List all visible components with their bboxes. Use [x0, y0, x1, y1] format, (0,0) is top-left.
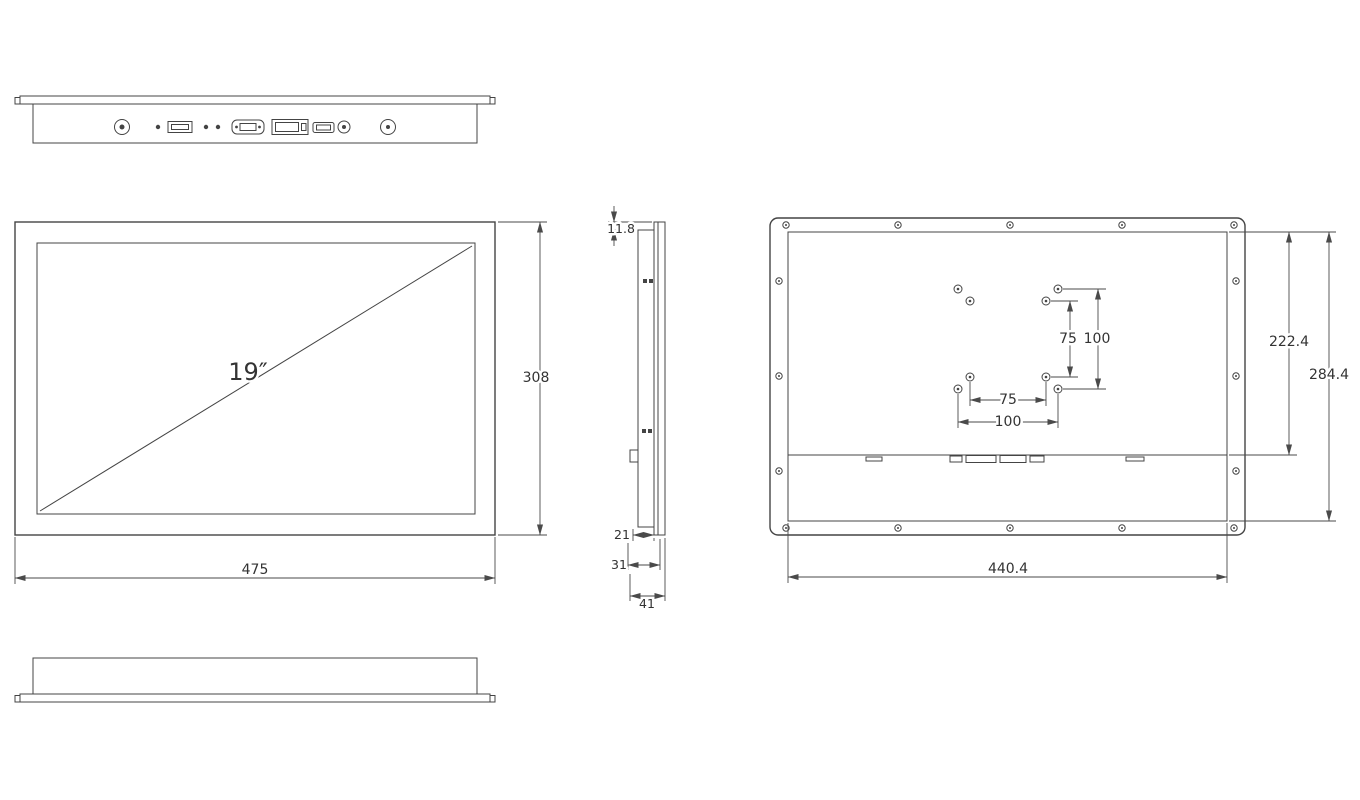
top-right-tab	[489, 97, 496, 105]
front-screen	[36, 242, 476, 515]
vesa-horizontal-75-dimension: 75	[969, 382, 1047, 411]
led-indicator-icon	[155, 124, 161, 130]
front-height-label: 308	[523, 370, 550, 386]
back-width-label: 440.4	[988, 561, 1028, 577]
total-depth-label: 41	[639, 596, 655, 611]
side-detail	[642, 429, 652, 433]
dvi-port-icon	[271, 119, 309, 135]
body-depth-label: 31	[611, 557, 627, 572]
mounting-screw-holes	[775, 221, 1240, 532]
bottom-body	[32, 657, 478, 695]
screen-diagonal-line	[39, 245, 473, 512]
osd-buttons-icon	[203, 124, 221, 130]
side-connector	[629, 449, 639, 463]
bottom-view	[14, 657, 496, 703]
front-view: 19″ 308 475	[14, 221, 552, 584]
vesa-mount-holes	[953, 284, 1063, 394]
back-width-dimension: 440.4	[787, 523, 1228, 583]
vesa-horizontal-100-dimension: 100	[957, 394, 1059, 433]
rear-depth-dimension: 21	[612, 525, 655, 545]
rear-connector-cutouts	[865, 455, 1145, 463]
bottom-right-tab	[489, 695, 496, 703]
usb-port-icon	[167, 121, 193, 133]
vesa-vertical-75-label: 75	[1059, 331, 1077, 347]
bezel-depth-label: 11.8	[607, 221, 635, 236]
front-outer-frame	[14, 221, 496, 536]
side-buttons	[643, 279, 653, 283]
bottom-bezel-edge	[19, 693, 491, 703]
connector-height-label: 222.4	[1269, 334, 1309, 350]
vesa-horizontal-75-label: 75	[999, 392, 1017, 408]
bezel-depth-dimension: 11.8	[605, 206, 652, 246]
power-button-icon	[114, 119, 130, 135]
back-height-dimension: 284.4	[1229, 231, 1352, 522]
side-view: 11.8 21 31 41	[605, 206, 666, 614]
side-body	[637, 229, 655, 528]
front-width-label: 475	[242, 562, 269, 578]
top-left-tab	[14, 97, 21, 105]
rear-back-panel	[787, 231, 1228, 522]
body-depth-dimension: 31	[609, 539, 661, 575]
back-height-label: 284.4	[1309, 367, 1349, 383]
vesa-horizontal-100-label: 100	[995, 414, 1022, 430]
vga-port-icon	[231, 119, 265, 135]
vesa-vertical-100-label: 100	[1084, 331, 1111, 347]
rear-outer-frame	[769, 217, 1246, 536]
total-depth-dimension: 41	[629, 538, 666, 614]
side-bezel	[653, 221, 666, 536]
hdmi-port-icon	[312, 122, 335, 133]
screen-size-label: 19″	[228, 358, 268, 386]
power-switch-icon	[380, 119, 396, 135]
front-height-dimension: 308	[498, 221, 552, 536]
connector-height-dimension: 222.4	[1229, 231, 1336, 456]
top-bezel-edge	[19, 95, 491, 105]
vesa-vertical-100-dimension: 100	[1063, 288, 1113, 390]
vesa-vertical-75-dimension: 75	[1051, 300, 1079, 378]
bottom-left-tab	[14, 695, 21, 703]
dc-jack-icon	[337, 120, 351, 134]
front-width-dimension: 475	[14, 537, 496, 584]
rear-depth-label: 21	[614, 527, 630, 542]
top-view	[14, 95, 496, 144]
rear-view: 75 100 75 100 222.4	[769, 217, 1352, 583]
top-body	[32, 103, 478, 144]
